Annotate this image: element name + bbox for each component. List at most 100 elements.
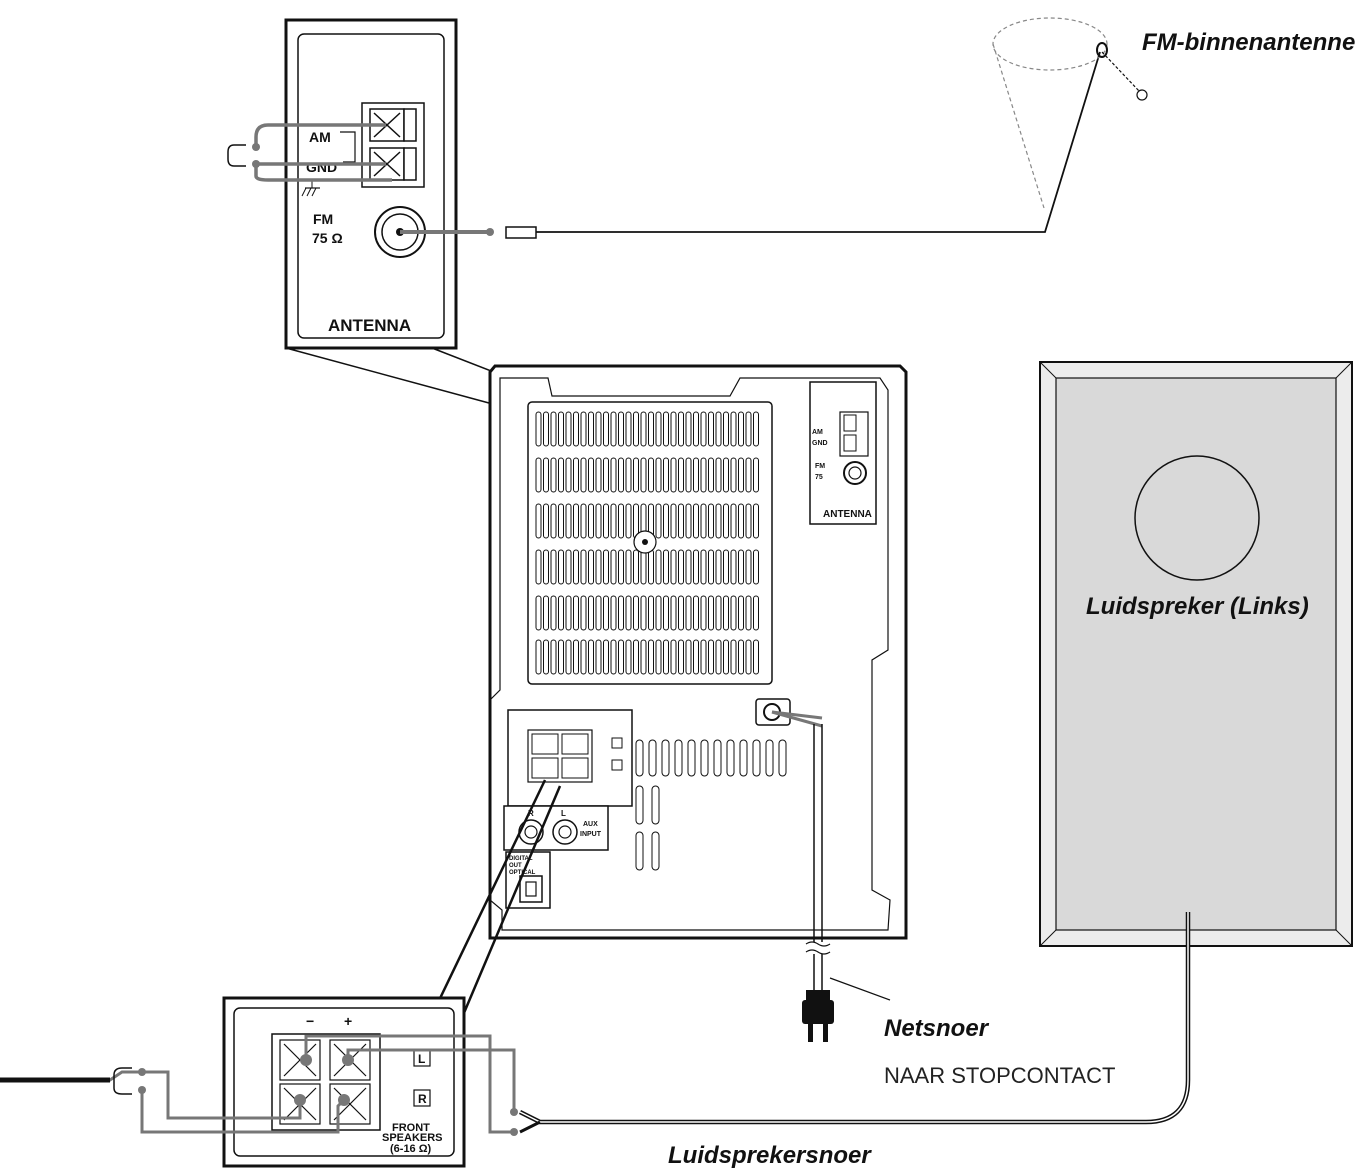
vent-slot — [693, 457, 699, 493]
vent-slot — [618, 595, 624, 631]
vent-slot — [700, 639, 707, 675]
vent-slot — [670, 503, 677, 539]
vent-slot — [580, 549, 587, 585]
vent-slot — [648, 411, 654, 447]
vent-slot — [603, 411, 609, 447]
speaker-cable — [518, 912, 1191, 1134]
vent-slot — [595, 595, 602, 631]
vent-slot — [595, 503, 602, 539]
vent-slot — [580, 639, 587, 675]
fm-terminal-label: FM — [313, 211, 333, 227]
gnd-terminal-label: GND — [306, 159, 337, 175]
vent-slot — [550, 549, 557, 585]
vent-slot — [610, 595, 617, 631]
vent-slot — [543, 457, 549, 493]
vent-slot — [648, 549, 654, 585]
vent-slot — [550, 639, 557, 675]
vent-slot — [730, 457, 737, 493]
vent-slot — [715, 503, 722, 539]
aux-l-label: L — [561, 809, 566, 818]
unit-fm-impedance-label: 75 — [815, 474, 823, 481]
aux-label-line2: INPUT — [580, 831, 602, 838]
speaker-cable-label: Luidsprekersnoer — [668, 1142, 872, 1169]
vent-slot — [687, 739, 696, 777]
vent-slot — [753, 595, 759, 631]
vent-slot — [565, 457, 572, 493]
vent-slot — [618, 549, 624, 585]
vent-slot — [648, 457, 654, 493]
vent-slot — [670, 411, 677, 447]
speaker-panel-title-line3: (6-16 Ω) — [390, 1143, 432, 1155]
vent-slot — [535, 503, 542, 539]
vent-slot — [633, 549, 639, 585]
vent-slot — [595, 549, 602, 585]
vent-slot — [753, 503, 759, 539]
vent-slot — [738, 639, 744, 675]
vent-slot — [535, 457, 542, 493]
vent-slot — [663, 549, 669, 585]
speaker-terminal-wires — [0, 1034, 518, 1136]
vent-slot — [700, 411, 707, 447]
vent-slot — [678, 549, 684, 585]
vent-slot — [670, 457, 677, 493]
vent-slot — [543, 639, 549, 675]
vent-slot — [663, 639, 669, 675]
vent-slot — [633, 639, 639, 675]
vent-slot — [715, 411, 722, 447]
vent-slot — [580, 457, 587, 493]
aux-label-line1: AUX — [583, 821, 598, 828]
vent-slot — [693, 411, 699, 447]
vent-slot — [648, 639, 654, 675]
vent-slot — [745, 595, 752, 631]
vent-slot — [739, 739, 748, 777]
vent-slot — [565, 503, 572, 539]
vent-slot — [685, 639, 692, 675]
vent-slot — [535, 549, 542, 585]
vent-slot — [610, 411, 617, 447]
vent-slot — [655, 457, 662, 493]
vent-slot — [730, 639, 737, 675]
vent-slot — [543, 503, 549, 539]
vent-slot — [730, 503, 737, 539]
vent-slot — [693, 639, 699, 675]
vent-slot — [745, 639, 752, 675]
vent-slot — [535, 595, 542, 631]
terminal-minus-label: − — [306, 1013, 314, 1029]
digital-label-line1: DIGITAL — [509, 856, 533, 862]
vent-slot — [723, 457, 729, 493]
vent-slot — [633, 503, 639, 539]
vent-slot — [640, 639, 647, 675]
vent-slot — [700, 595, 707, 631]
vent-slot — [573, 549, 579, 585]
vent-slot — [625, 457, 632, 493]
vent-slot — [633, 457, 639, 493]
vent-slot — [588, 595, 594, 631]
vent-slot — [558, 457, 564, 493]
vent-slot — [573, 457, 579, 493]
vent-slot — [678, 503, 684, 539]
vent-slot — [625, 503, 632, 539]
vent-slot — [588, 457, 594, 493]
left-speaker — [1039, 361, 1353, 947]
vent-slot — [670, 595, 677, 631]
vent-slot — [558, 595, 564, 631]
vent-slot — [580, 595, 587, 631]
vent-slot — [753, 549, 759, 585]
vent-slot — [618, 503, 624, 539]
vent-slot — [565, 595, 572, 631]
vent-slot — [635, 785, 644, 825]
vent-slot — [633, 411, 639, 447]
vent-slot — [655, 595, 662, 631]
vent-slot — [715, 549, 722, 585]
vent-slot — [738, 595, 744, 631]
vent-slot — [610, 503, 617, 539]
vent-slot — [543, 411, 549, 447]
fm-antenna-icon — [992, 17, 1148, 209]
vent-slot — [738, 411, 744, 447]
vent-slot — [753, 457, 759, 493]
vent-slot — [543, 595, 549, 631]
vent-slot — [745, 457, 752, 493]
power-cord — [771, 710, 891, 1001]
vent-slot — [730, 411, 737, 447]
